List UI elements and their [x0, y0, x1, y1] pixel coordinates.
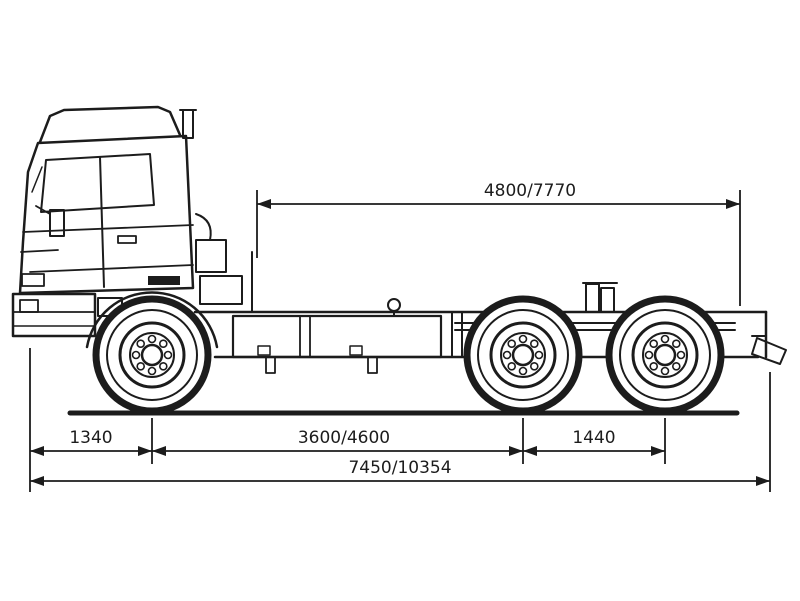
- air-filter: [195, 239, 227, 273]
- frame-crossmember: [451, 311, 463, 358]
- arrowhead-left: [257, 199, 271, 209]
- intake-stack: [182, 109, 194, 139]
- front-bumper: [11, 292, 97, 338]
- dim-rear-bogie-label: 1440: [572, 428, 615, 448]
- frame-fitting: [387, 298, 401, 312]
- mirror: [49, 209, 65, 237]
- arrowhead: [651, 446, 665, 456]
- rim: [631, 321, 699, 389]
- dim-overall: 7450/10354: [30, 458, 770, 486]
- dim-frame-span: 4800/7770: [256, 181, 741, 306]
- cab-window: [40, 153, 155, 213]
- bogie-balancer: [585, 283, 600, 313]
- hub-cap: [511, 343, 535, 367]
- arrowhead-right: [756, 476, 770, 486]
- front-fender: [85, 291, 219, 349]
- tire-inner-edge: [477, 309, 569, 401]
- dim-overall-label: 7450/10354: [348, 458, 451, 478]
- arrowhead: [523, 446, 537, 456]
- arrowhead-left: [30, 476, 44, 486]
- cab-trim-line: [22, 224, 194, 233]
- arrowhead: [30, 446, 44, 456]
- grille-line: [20, 249, 59, 253]
- hub-cap: [653, 343, 677, 367]
- tire: [605, 295, 725, 415]
- dim-front-overhang-label: 1340: [69, 428, 112, 448]
- fog-lamp: [19, 299, 39, 313]
- tire-inner-edge: [619, 309, 711, 401]
- hub-cap: [140, 343, 164, 367]
- arrowhead: [152, 446, 166, 456]
- door-edge: [99, 156, 105, 288]
- frame-toolbox: [231, 314, 443, 359]
- arrowhead: [509, 446, 523, 456]
- hub: [642, 332, 688, 378]
- truck-drawing: [11, 105, 787, 416]
- toolbox-latch: [257, 345, 271, 356]
- equipment-box: [199, 275, 243, 305]
- mud-flap: [367, 356, 378, 374]
- arrowhead-right: [726, 199, 740, 209]
- rim: [489, 321, 557, 389]
- tire-inner-edge: [106, 309, 198, 401]
- rear-wheel-2: [605, 295, 725, 415]
- arrowhead: [138, 446, 152, 456]
- tire: [463, 295, 583, 415]
- wiper: [31, 166, 43, 193]
- wheel-bolts: [131, 334, 173, 376]
- rocker-badge: [148, 276, 180, 285]
- dim-bottom-row: 1340 3600/4600 1440: [30, 428, 665, 456]
- mud-flap: [265, 356, 276, 374]
- rear-plate: [751, 337, 787, 365]
- headlight: [21, 273, 45, 287]
- wheel-bolts: [644, 334, 686, 376]
- hub: [129, 332, 175, 378]
- intake-hose: [195, 213, 212, 241]
- dim-frame-span-label: 4800/7770: [484, 181, 576, 201]
- wheel-bolts: [502, 334, 544, 376]
- cab-lower-trim: [29, 264, 194, 273]
- door-handle: [117, 235, 137, 244]
- rim: [118, 321, 186, 389]
- tire: [92, 295, 212, 415]
- hub: [500, 332, 546, 378]
- dim-wheelbase-label: 3600/4600: [298, 428, 390, 448]
- behind-cab-equipment: [195, 213, 253, 313]
- mirror-arm: [35, 205, 51, 215]
- dimension-annotations: 4800/7770 1340 3600/4600 1440 7450/10354: [29, 181, 771, 492]
- front-wheel: [92, 295, 212, 415]
- roof-deflector: [38, 105, 182, 144]
- rear-wheel-1: [463, 295, 583, 415]
- bogie-bracket: [600, 287, 615, 313]
- toolbox-latch: [349, 345, 363, 356]
